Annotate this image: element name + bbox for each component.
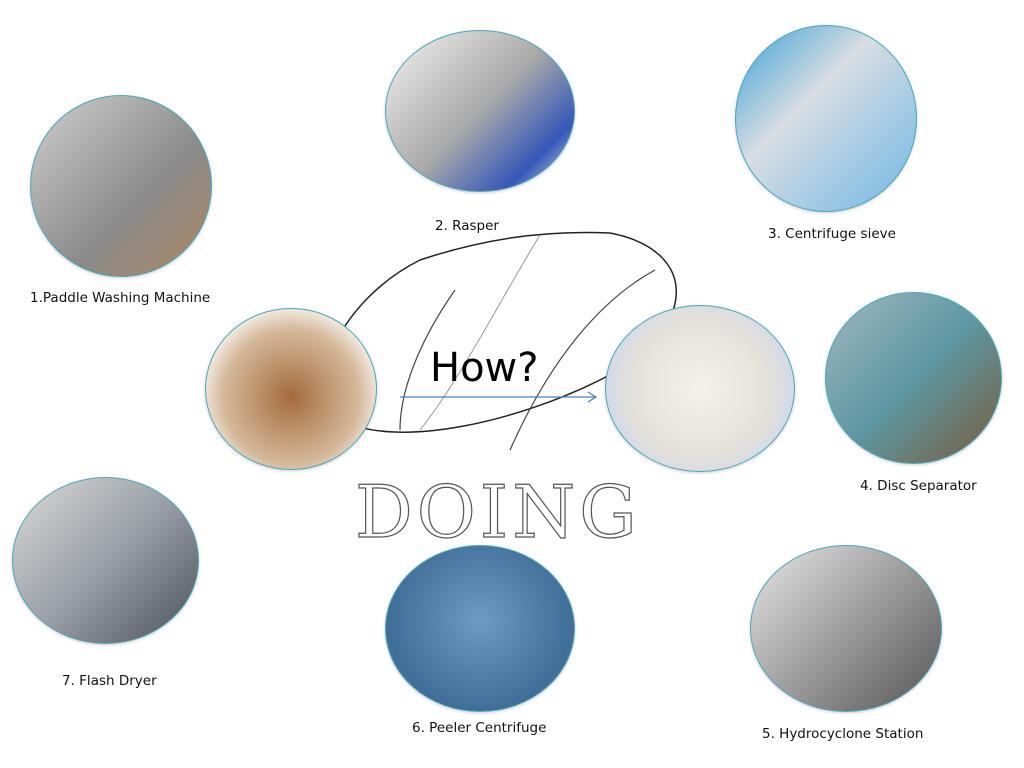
- how-question: How?: [430, 345, 539, 391]
- doing-logo-text: DOING: [354, 469, 641, 554]
- step-3-label: 3. Centrifuge sieve: [768, 226, 896, 242]
- centrifuge-sieve-photo: [735, 25, 917, 212]
- disc-separator-photo: [825, 292, 1002, 464]
- step-4-label: 4. Disc Separator: [860, 478, 977, 494]
- step-6-label: 6. Peeler Centrifuge: [412, 720, 547, 736]
- paddle-washing-machine-photo: [30, 95, 212, 277]
- rasper-machine-photo: [385, 30, 575, 192]
- peeler-centrifuge-photo: [385, 545, 575, 712]
- step-2-label: 2. Rasper: [435, 218, 499, 234]
- tapioca-starch-photo: [605, 305, 795, 472]
- step-5-label: 5. Hydrocyclone Station: [762, 726, 924, 742]
- cassava-roots-photo: [205, 308, 377, 470]
- hydrocyclone-station-photo: [750, 545, 942, 712]
- step-1-label: 1.Paddle Washing Machine: [30, 290, 211, 306]
- step-7-label: 7. Flash Dryer: [62, 673, 157, 689]
- flash-dryer-photo: [12, 477, 199, 644]
